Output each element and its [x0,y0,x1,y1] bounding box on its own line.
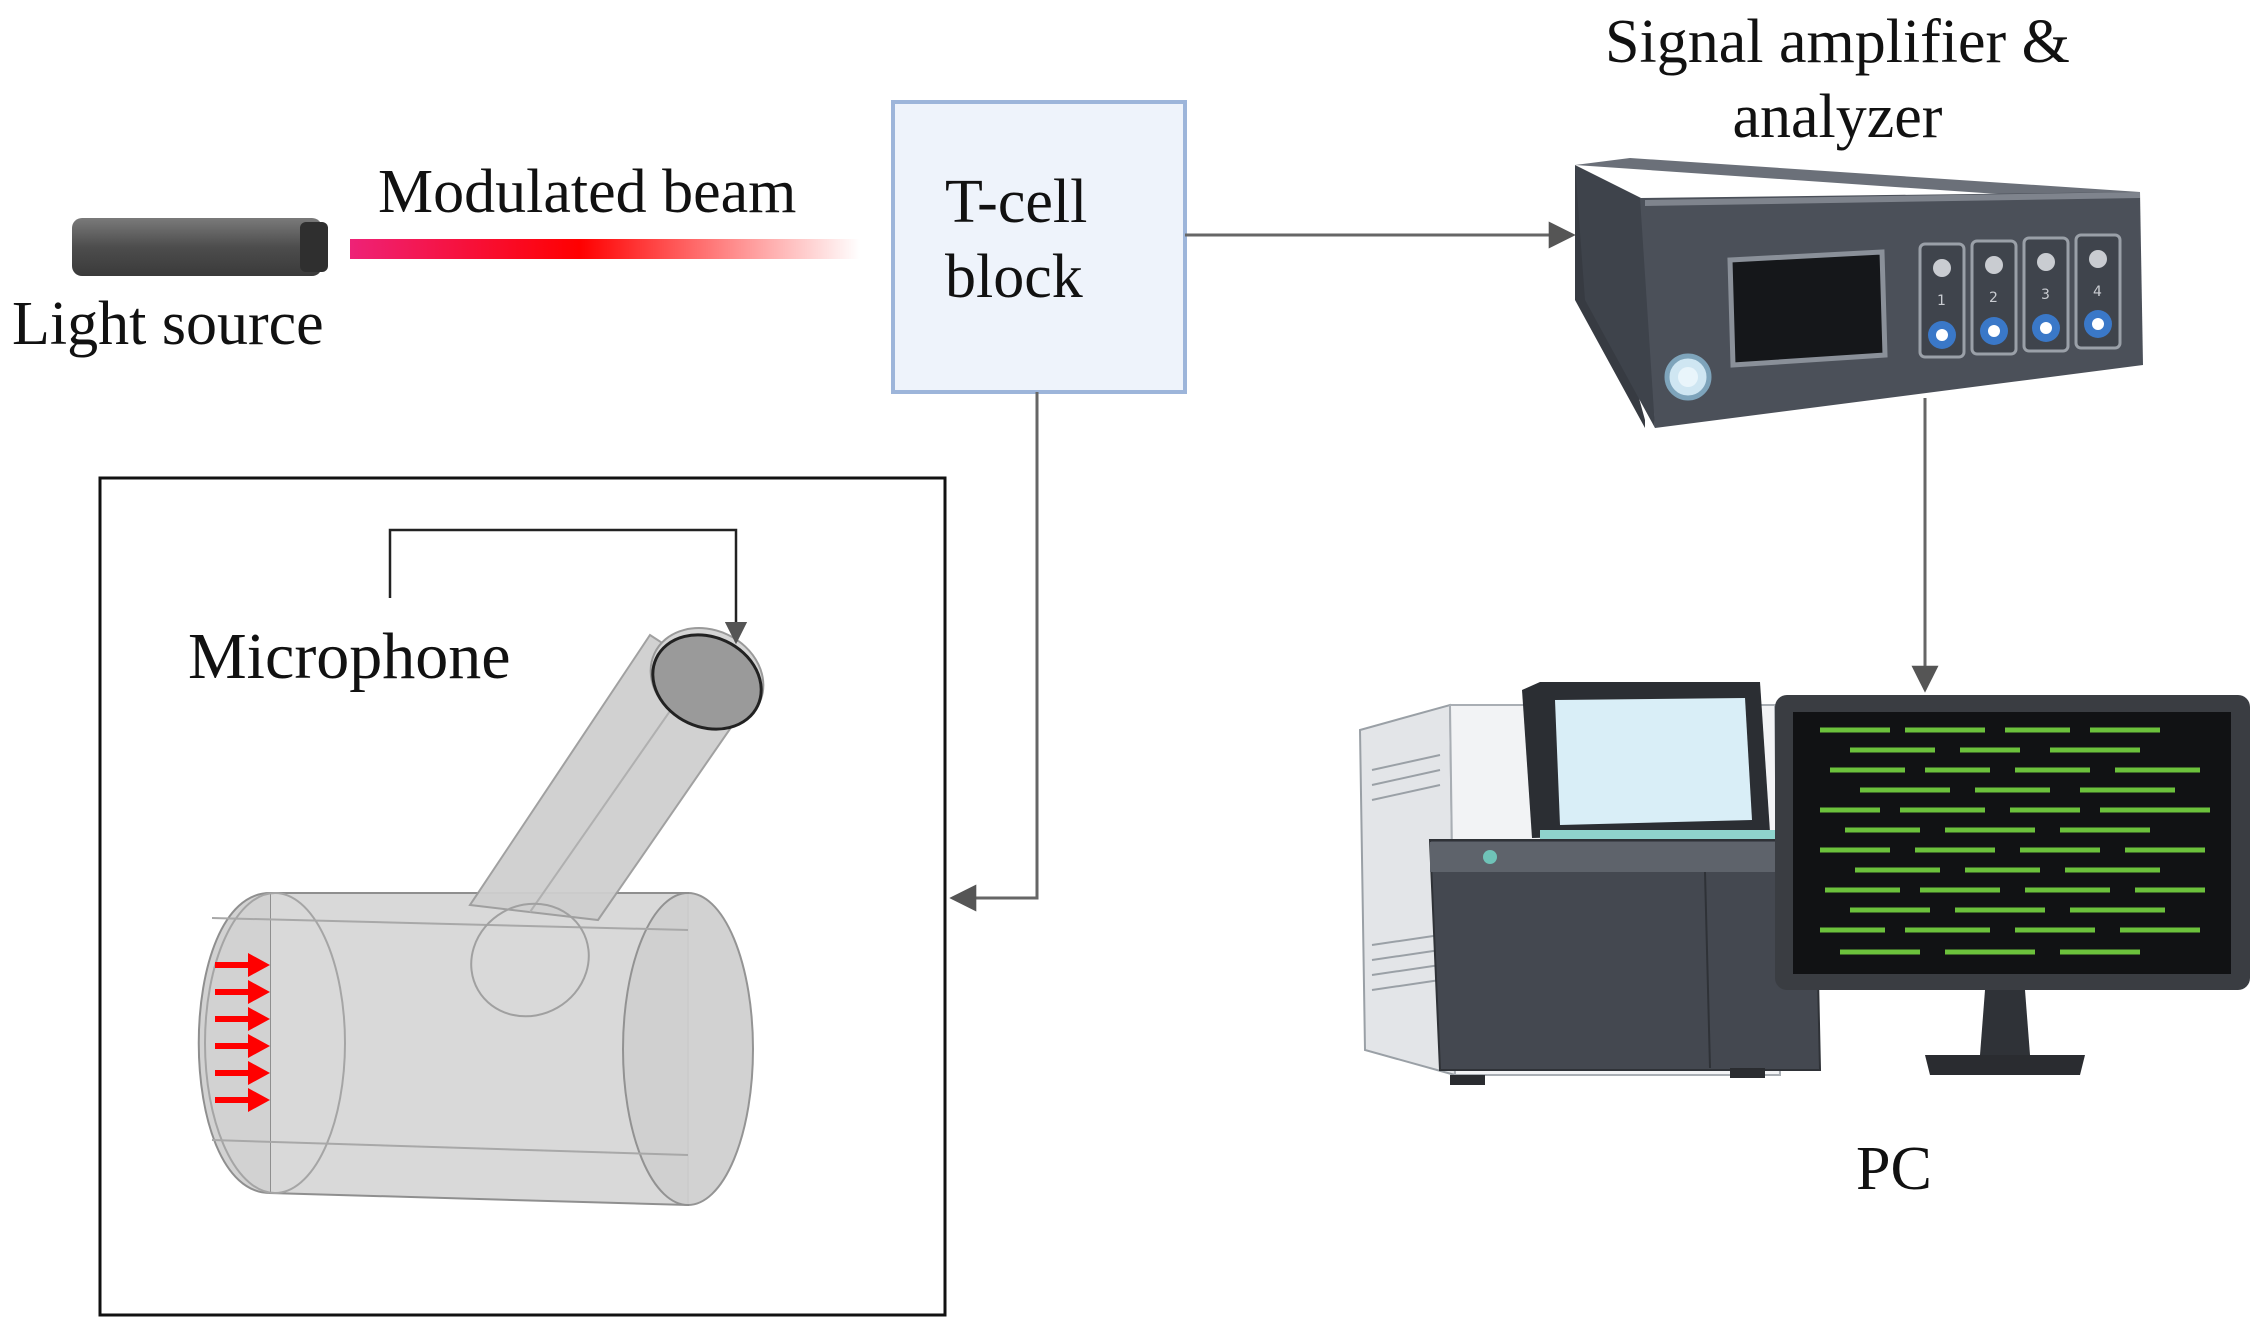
incoming-light-arrows [215,953,270,1112]
connector-tcell-to-cell [949,392,1039,912]
pc-label: PC [1856,1135,1932,1203]
light-source-label: Light source [12,290,324,358]
amplifier-label: Signal amplifier & analyzer [1605,5,2070,155]
microphone-label: Microphone [188,620,511,693]
light-source-icon [72,218,328,276]
channel-module-4 [2074,233,2122,350]
amplifier-device-icon: 1 2 3 4 [1575,158,2143,428]
modulated-beam-label: Modulated beam [378,158,797,226]
tcell-cylinder-icon [197,627,765,1207]
channel-module-3 [2022,236,2070,353]
channel-module-2 [1970,239,2018,356]
channel-label-1: 1 [1937,293,1946,309]
tcell-block [891,100,1187,394]
microphone-pointer [388,528,748,645]
channel-label-4: 4 [2093,284,2102,300]
amplifier-label-line1: Signal amplifier & [1605,8,2070,76]
channel-module-1 [1918,242,1966,359]
monitor-code-lines [1820,727,2210,955]
amplifier-label-line2: analyzer [1732,83,1943,151]
pc-icon [1358,682,2250,1085]
tcell-label-line1: T-cell [945,168,1088,236]
channel-label-2: 2 [1989,290,1998,306]
modulated-beam [350,239,860,259]
tcell-block-label: T-cell block [945,165,1087,315]
tcell-label-line2: block [945,243,1083,311]
channel-label-3: 3 [2041,287,2050,303]
